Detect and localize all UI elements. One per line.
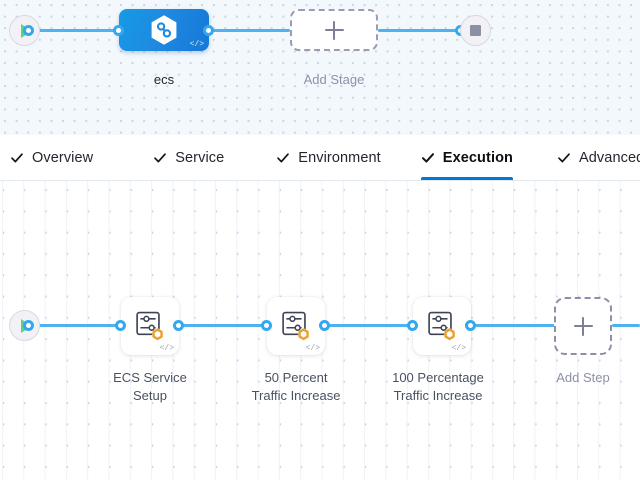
tab-environment[interactable]: Environment bbox=[276, 136, 381, 180]
check-icon bbox=[558, 152, 570, 162]
step2-output-connector[interactable] bbox=[319, 320, 330, 331]
step3-input-connector[interactable] bbox=[407, 320, 418, 331]
add-stage-label: Add Stage bbox=[303, 72, 365, 87]
step1-label: ECS Service Setup bbox=[90, 369, 210, 405]
harness-hexagon-icon bbox=[151, 15, 177, 45]
aws-hexagon-icon bbox=[443, 327, 455, 340]
step-settings-icon bbox=[427, 311, 455, 340]
add-stage-button[interactable] bbox=[290, 9, 378, 51]
step1-output-connector[interactable] bbox=[173, 320, 184, 331]
stage-code-badge[interactable]: </> bbox=[189, 40, 204, 49]
add-step-label: Add Step bbox=[556, 370, 610, 385]
step-settings-icon bbox=[135, 311, 163, 340]
add-step-button[interactable] bbox=[554, 297, 612, 355]
step2-label: 50 Percent Traffic Increase bbox=[236, 369, 356, 405]
step-code-badge[interactable]: </> bbox=[159, 344, 174, 353]
step1-label-line1: ECS Service bbox=[113, 370, 187, 385]
pipeline-end-node[interactable] bbox=[460, 15, 491, 46]
step1-input-connector[interactable] bbox=[115, 320, 126, 331]
plus-icon bbox=[573, 316, 593, 336]
step2-input-connector[interactable] bbox=[261, 320, 272, 331]
tab-overview-label: Overview bbox=[32, 149, 94, 166]
execution-start-connector[interactable] bbox=[23, 320, 34, 331]
check-icon bbox=[277, 152, 290, 162]
check-icon bbox=[154, 152, 167, 162]
step3-output-connector[interactable] bbox=[465, 320, 476, 331]
step-node-100-percentage-traffic-increase[interactable]: </> bbox=[413, 297, 471, 355]
stage-node-input-connector[interactable] bbox=[113, 25, 124, 36]
tab-service[interactable]: Service bbox=[153, 136, 224, 180]
stage-node-output-connector[interactable] bbox=[203, 25, 214, 36]
edge-step2-to-step3 bbox=[324, 324, 428, 327]
stage-node-label: ecs bbox=[153, 72, 175, 87]
stop-icon bbox=[470, 25, 481, 36]
edge-step3-to-addstep bbox=[470, 324, 556, 327]
step-settings-icon bbox=[281, 311, 309, 340]
start-node-connector[interactable] bbox=[23, 25, 34, 36]
step-code-badge[interactable]: </> bbox=[451, 344, 466, 353]
step2-label-line2: Traffic Increase bbox=[251, 388, 341, 403]
tab-environment-label: Environment bbox=[298, 149, 381, 166]
step-node-ecs-service-setup[interactable]: </> bbox=[121, 297, 179, 355]
execution-graph-canvas[interactable]: </> ECS Service Setup bbox=[0, 181, 640, 480]
edge-start-to-step1 bbox=[28, 324, 132, 327]
stage-graph-canvas[interactable]: </> ecs Add Stage bbox=[0, 0, 640, 135]
edge-addstep-outgoing bbox=[612, 324, 640, 327]
plus-icon bbox=[324, 20, 344, 40]
step-code-badge[interactable]: </> bbox=[305, 344, 320, 353]
check-icon bbox=[11, 152, 23, 162]
edge-stage-to-addstage bbox=[208, 29, 290, 32]
stage-config-tabbar: Overview Service Environment Execution A bbox=[0, 135, 640, 181]
edge-start-to-stage bbox=[28, 29, 128, 32]
step3-label: 100 Percentage Traffic Increase bbox=[377, 369, 499, 405]
tab-advanced[interactable]: Advanced bbox=[557, 136, 640, 180]
step3-label-line2: Traffic Increase bbox=[393, 388, 483, 403]
tab-execution-label: Execution bbox=[442, 149, 513, 166]
tab-service-label: Service bbox=[175, 149, 225, 166]
step-node-50-percent-traffic-increase[interactable]: </> bbox=[267, 297, 325, 355]
step3-label-line1: 100 Percentage bbox=[392, 370, 484, 385]
step2-label-line1: 50 Percent bbox=[264, 370, 328, 385]
edge-addstage-to-end bbox=[378, 29, 462, 32]
check-icon bbox=[421, 152, 434, 163]
step1-label-line2: Setup bbox=[133, 388, 167, 403]
tab-overview[interactable]: Overview bbox=[10, 136, 93, 180]
tab-advanced-label: Advanced bbox=[579, 149, 640, 166]
aws-hexagon-icon bbox=[297, 327, 309, 340]
tab-execution[interactable]: Execution bbox=[420, 136, 514, 180]
aws-hexagon-icon bbox=[151, 327, 163, 340]
edge-step1-to-step2 bbox=[178, 324, 282, 327]
stage-node-ecs[interactable]: </> bbox=[119, 9, 209, 51]
